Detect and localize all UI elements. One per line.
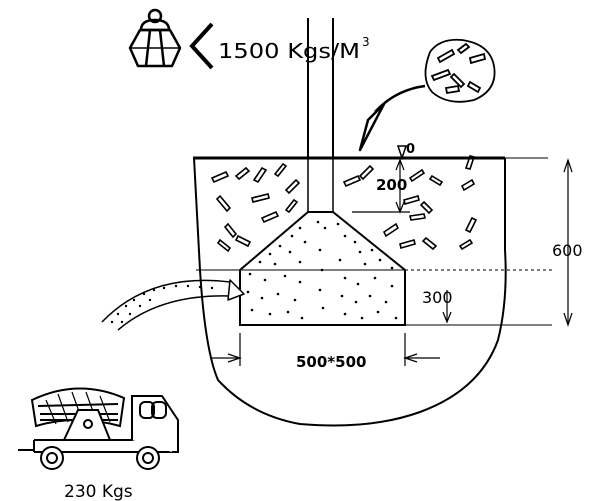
dimension-200 <box>352 158 410 214</box>
soil-sample-icon <box>424 38 496 103</box>
concrete-mixer-truck-icon <box>18 387 179 470</box>
density-exponent: 3 <box>362 35 370 49</box>
weight-label: 230 Kgs <box>64 482 133 501</box>
concrete-pour-stream <box>101 279 245 331</box>
dimension-600-label: 600 <box>552 241 583 260</box>
density-label: 1500 Kgs/M <box>218 39 360 63</box>
less-than-sign-icon <box>189 22 214 70</box>
dimension-500 <box>210 333 440 366</box>
level-zero-marker <box>396 145 408 161</box>
dimension-600 <box>563 158 573 327</box>
concrete-aggregate <box>246 220 398 320</box>
weight-icon <box>128 8 182 68</box>
dimension-300 <box>442 290 452 324</box>
dimension-300-label: 300 <box>422 288 453 307</box>
excavation-outline <box>193 157 507 427</box>
level-zero-label: 0 <box>406 142 415 157</box>
backfill-soil <box>210 155 478 253</box>
dimension-200-label: 200 <box>376 176 407 194</box>
footing-size-label: 500*500 <box>296 353 366 371</box>
pointer-arrow <box>358 84 426 152</box>
